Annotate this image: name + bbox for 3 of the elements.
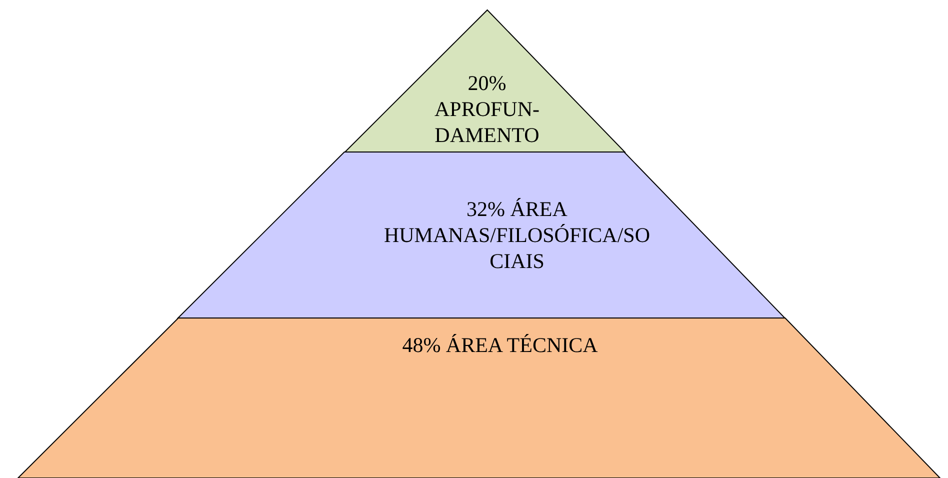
tier-label: 32% ÁREA HUMANAS/FILOSÓFICA/SO CIAIS [382,196,652,274]
tier-label: 20% APROFUN- DAMENTO [433,70,540,148]
tier-label: 48% ÁREA TÉCNICA [401,332,599,358]
